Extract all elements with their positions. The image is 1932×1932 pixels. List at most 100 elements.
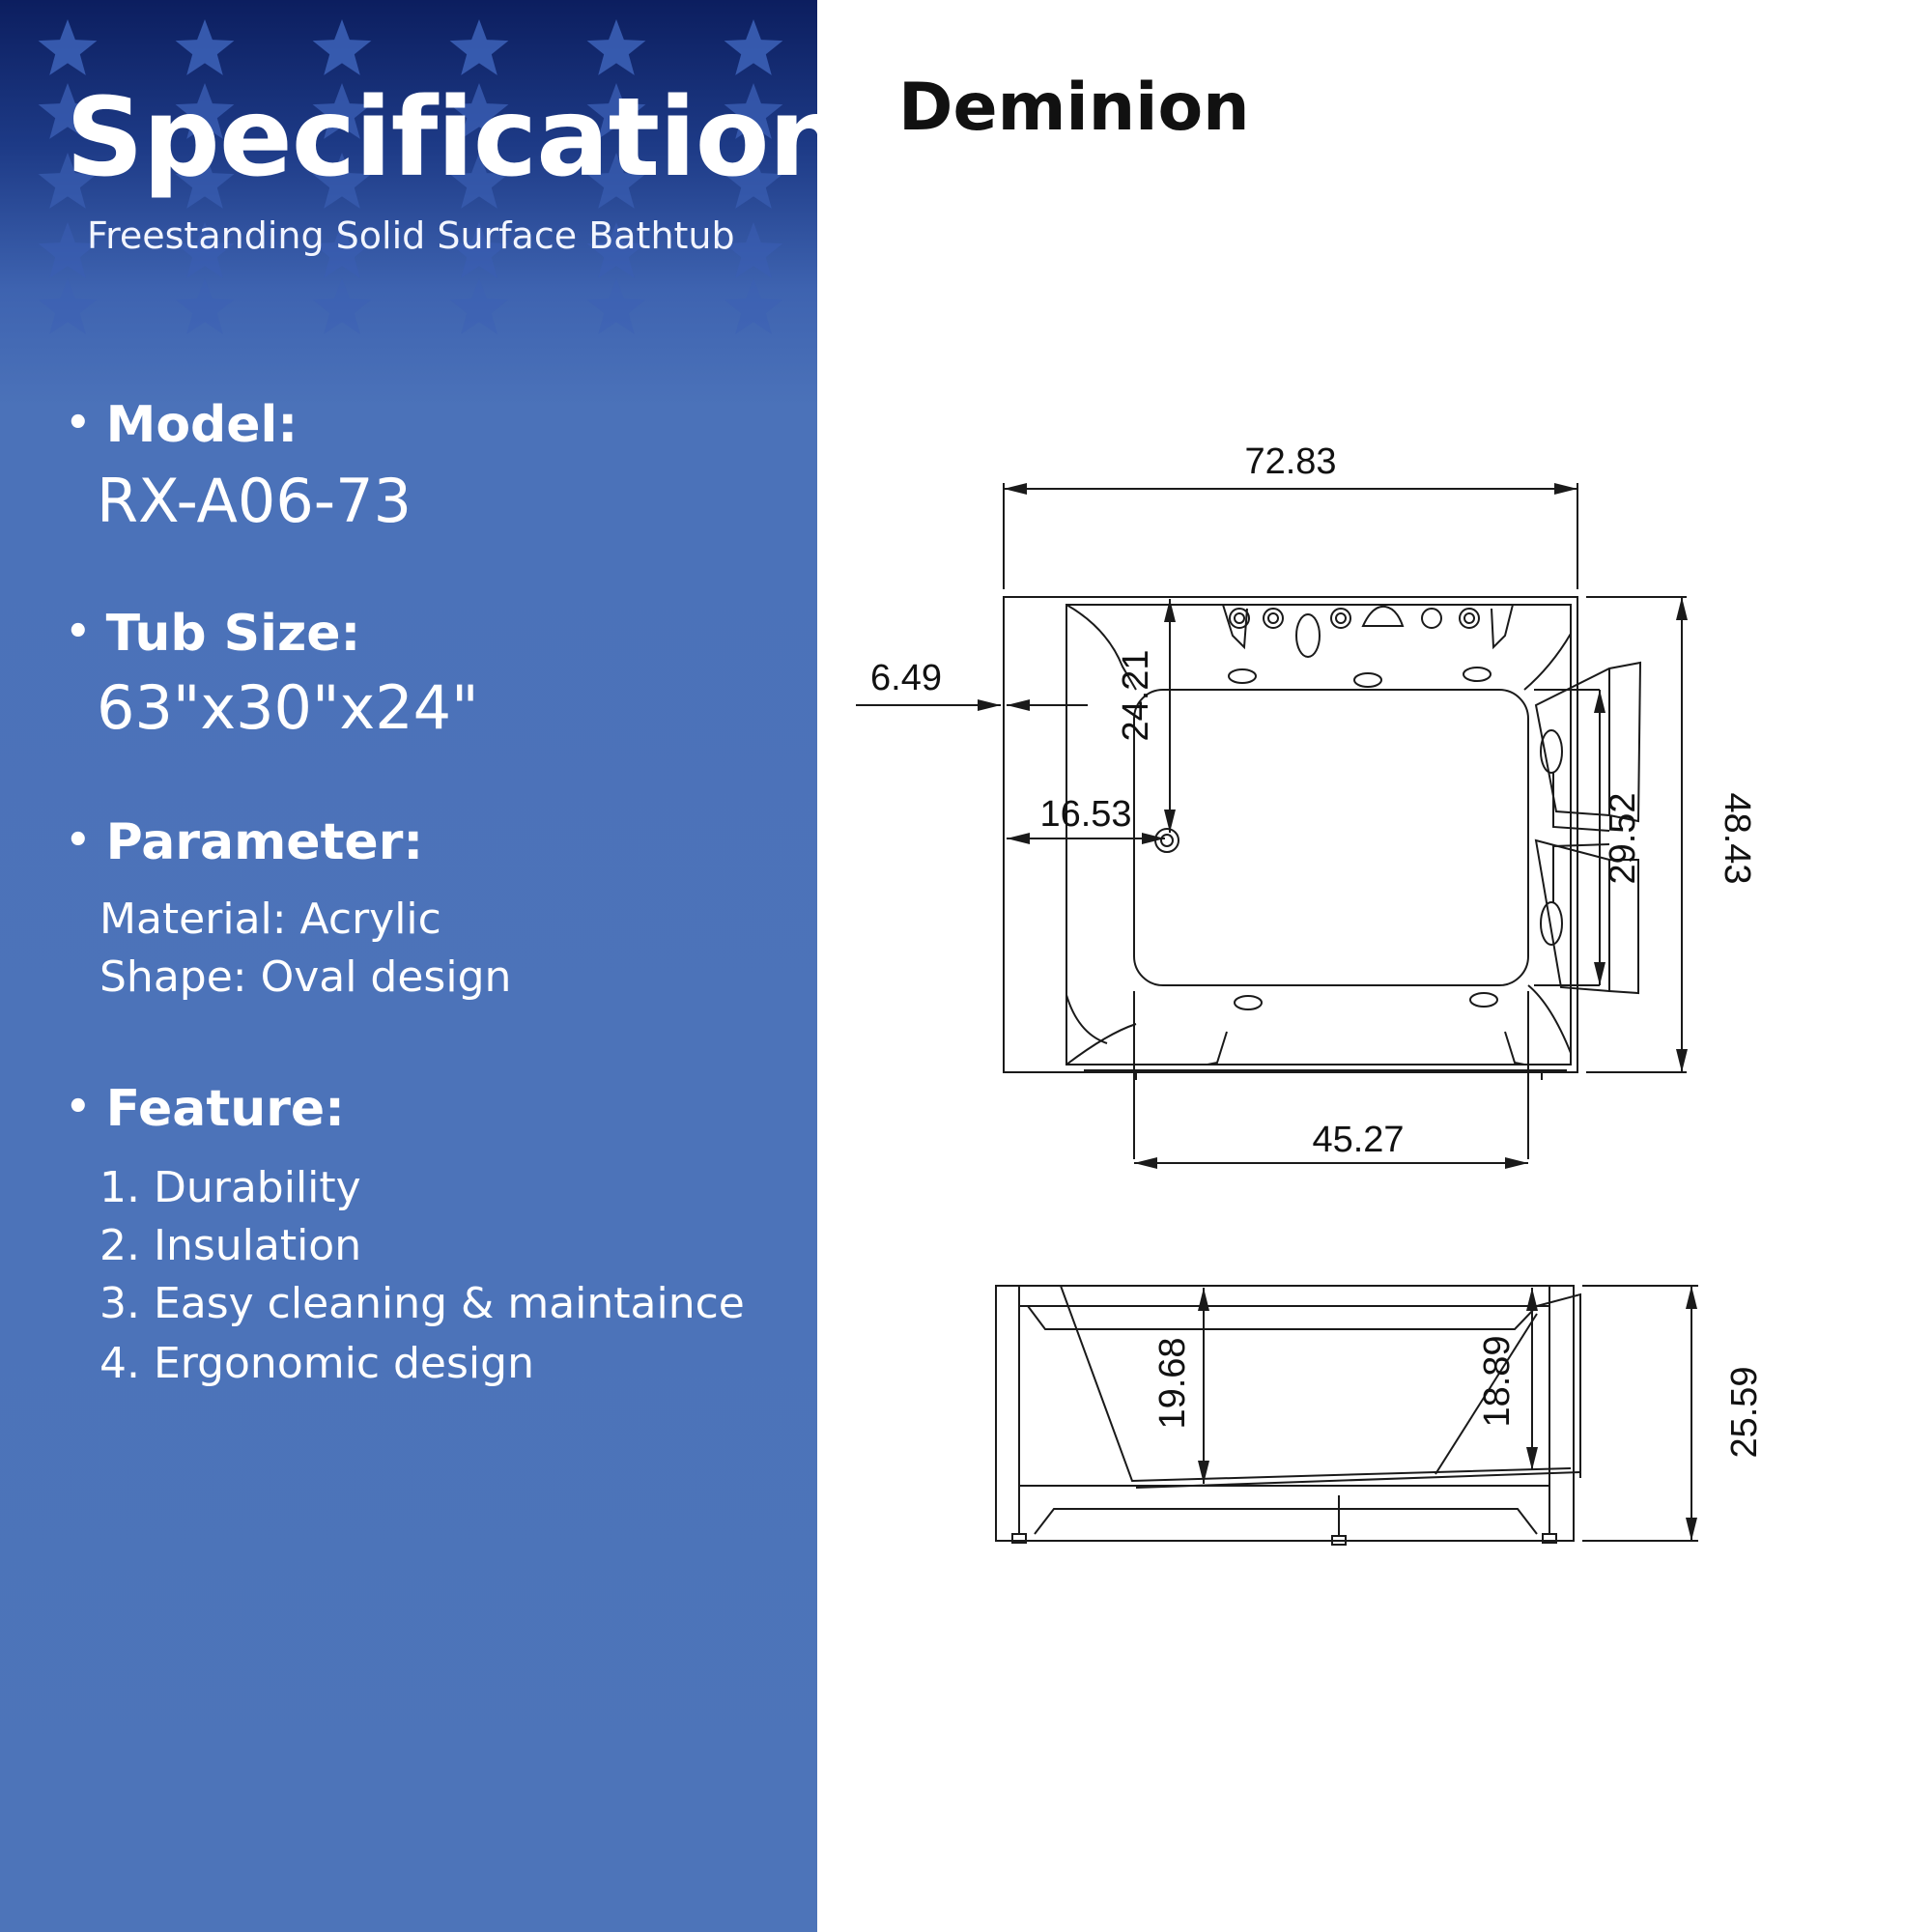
water-jet: [1234, 995, 1263, 1010]
star-icon: [724, 222, 783, 278]
back-block: [1207, 1031, 1228, 1065]
star-icon: [312, 278, 372, 334]
dim-drain-y: 24.21: [1116, 649, 1156, 741]
star-icon: [175, 153, 235, 209]
star-icon: [449, 83, 509, 139]
side-foot: [1542, 1533, 1557, 1544]
tub-basin: [1133, 689, 1529, 986]
control-knob: [1335, 612, 1347, 624]
control-knob: [1330, 608, 1351, 629]
water-jet: [1469, 992, 1498, 1008]
corner-slope: [1065, 604, 1137, 691]
front-block: [1222, 604, 1248, 650]
model-label: Model:: [105, 396, 298, 454]
corner-slope: [1527, 984, 1572, 1054]
side-foot: [1331, 1535, 1347, 1546]
side-base-frame: [1034, 1508, 1538, 1535]
side-tub-wall: [1060, 1285, 1572, 1483]
star-icon: [724, 19, 783, 75]
tub-size-value: 63"x30"x24": [97, 672, 479, 743]
star-icon: [449, 278, 509, 334]
control-knob: [1229, 608, 1250, 629]
model-heading: • Model:: [66, 396, 298, 454]
control-knob: [1459, 608, 1480, 629]
control-knob: [1263, 608, 1284, 629]
bullet-icon: •: [66, 818, 91, 863]
dim-overall-height: 25.59: [1724, 1366, 1765, 1458]
tub-outer-rim: [1003, 596, 1578, 1073]
star-icon: [38, 278, 98, 334]
feature-item-1: 1. Durability: [99, 1163, 361, 1212]
drain-outlet: [1154, 828, 1179, 853]
dim-depth-left: 19.68: [1152, 1337, 1193, 1429]
star-icon: [38, 19, 98, 75]
star-icon: [38, 222, 98, 278]
dim-overall-width: 48.43: [1717, 792, 1757, 884]
bullet-icon: •: [66, 401, 91, 445]
water-jet: [1463, 667, 1492, 682]
back-block: [1504, 1031, 1525, 1065]
parameter-heading: • Parameter:: [66, 813, 423, 871]
bullet-icon: •: [66, 1085, 91, 1129]
corner-slope: [1065, 1023, 1137, 1065]
star-icon: [312, 222, 372, 278]
star-icon: [38, 153, 98, 209]
side-jet: [1540, 729, 1563, 774]
dim-depth-right: 18.89: [1477, 1335, 1518, 1427]
dim-inner-width: 29.52: [1603, 792, 1643, 884]
corner-slope: [1523, 633, 1572, 691]
control-knob: [1234, 612, 1245, 624]
star-icon: [449, 19, 509, 75]
star-icon: [724, 278, 783, 334]
star-icon: [586, 278, 646, 334]
star-icon: [38, 83, 98, 139]
star-icon: [586, 83, 646, 139]
star-icon: [175, 83, 235, 139]
drain-outlet: [1160, 834, 1174, 847]
star-icon: [724, 153, 783, 209]
parameter-shape: Shape: Oval design: [99, 952, 512, 1002]
side-rim-lip: [1027, 1305, 1538, 1330]
dim-left-offset: 6.49: [870, 658, 942, 698]
dim-inner-length: 45.27: [1312, 1120, 1404, 1160]
feature-item-3: 3. Easy cleaning & maintaince: [99, 1279, 745, 1328]
water-jet: [1228, 668, 1257, 684]
top-view: [856, 483, 1688, 1169]
star-icon: [312, 19, 372, 75]
star-icon: [586, 222, 646, 278]
star-icon: [175, 222, 235, 278]
feature-label: Feature:: [105, 1080, 345, 1138]
spec-panel: Specification Freestanding Solid Surface…: [0, 0, 817, 1932]
side-tub-wall: [1536, 1293, 1581, 1478]
bullet-icon: •: [66, 610, 91, 654]
control-knob: [1463, 612, 1475, 624]
water-jet: [1353, 672, 1382, 688]
star-pattern: [38, 19, 783, 334]
feature-item-2: 2. Insulation: [99, 1221, 362, 1270]
side-jet: [1540, 901, 1563, 946]
corner-slope: [1065, 994, 1108, 1044]
shower-head: [1361, 605, 1405, 627]
side-view: [995, 1285, 1698, 1546]
dimension-drawing: 72.83 48.43 29.52 45.27 6.49 16.53 24.21…: [856, 441, 1765, 1546]
tub-size-label: Tub Size:: [105, 605, 361, 663]
star-icon: [449, 153, 509, 209]
feature-item-4: 4. Ergonomic design: [99, 1339, 534, 1388]
star-icon: [312, 83, 372, 139]
faucet-outlet: [1295, 613, 1321, 658]
tub-size-heading: • Tub Size:: [66, 605, 360, 663]
star-icon: [312, 153, 372, 209]
parameter-label: Parameter:: [105, 813, 424, 871]
parameter-material: Material: Acrylic: [99, 895, 441, 944]
feature-heading: • Feature:: [66, 1080, 345, 1138]
star-icon: [586, 19, 646, 75]
star-icon: [724, 83, 783, 139]
page-title: Specification: [66, 75, 817, 201]
star-icon: [175, 278, 235, 334]
dim-overall-length: 72.83: [1244, 441, 1336, 482]
star-icon: [175, 19, 235, 75]
jet-pipe: [1552, 843, 1610, 902]
star-icon: [449, 222, 509, 278]
model-value: RX-A06-73: [97, 466, 412, 536]
star-icon: [586, 153, 646, 209]
